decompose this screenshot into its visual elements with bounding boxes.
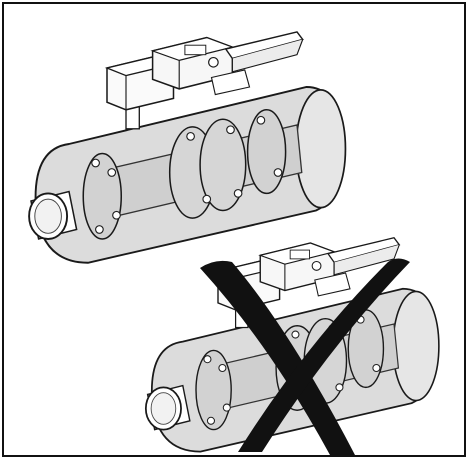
cross-out-icon	[200, 258, 410, 455]
